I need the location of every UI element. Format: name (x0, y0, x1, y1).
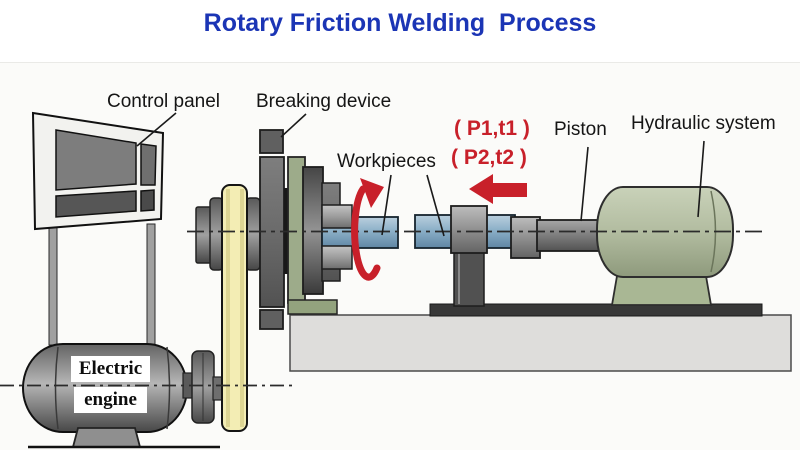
label-hydraulic-system: Hydraulic system (631, 113, 776, 134)
label-breaking-device: Breaking device (256, 91, 392, 112)
piston-rod (536, 219, 606, 252)
label-piston: Piston (554, 119, 607, 140)
control-panel-button-block (140, 189, 155, 212)
annotation-p2-t2: ( P2,t2 ) (451, 146, 527, 169)
label-control-panel: Control panel (107, 91, 221, 112)
rotation-arrow-icon (351, 178, 384, 281)
control-panel-side-panel (140, 143, 157, 186)
clamp-rear (510, 216, 541, 259)
belt-shading-left (226, 189, 230, 427)
engine-pedestal (71, 427, 142, 448)
engine-nameplate-line2: engine (74, 387, 147, 413)
chuck-backplate (302, 166, 324, 295)
leader-breaking-device (280, 113, 307, 138)
bed-rail (429, 303, 763, 317)
belt-shading-right (240, 189, 244, 427)
leader-workpiece-left (381, 174, 392, 236)
headstock-foot (287, 299, 338, 315)
chuck-jaw-lower (321, 245, 353, 270)
brake-caliper-top (259, 129, 284, 154)
leader-workpiece-right (426, 174, 445, 237)
brake-caliper-bottom (259, 309, 284, 330)
clamp-front (450, 205, 488, 254)
upper-pulley-flange-right (245, 197, 261, 271)
engine-nameplate-line1: Electric (71, 356, 150, 382)
engine-seam-right (166, 346, 171, 430)
page-title: Rotary Friction Welding Process (203, 9, 597, 37)
label-workpieces: Workpieces (337, 151, 436, 172)
leader-control-panel (136, 112, 177, 147)
control-panel-bottom-bar (55, 190, 137, 218)
chuck-jaw-upper (321, 204, 353, 229)
annotation-p1-t1: ( P1,t1 ) (454, 117, 530, 140)
hydraulic-pedestal (610, 275, 713, 306)
monitor-leg-left (48, 218, 58, 346)
control-panel-screen (55, 129, 137, 191)
leader-hydraulic-system (697, 140, 705, 218)
machine-bed (289, 314, 792, 372)
leader-piston (580, 146, 589, 222)
left-force-arrow-icon (469, 174, 527, 204)
engine-seam-left (54, 346, 59, 430)
monitor-leg-right (146, 223, 156, 346)
